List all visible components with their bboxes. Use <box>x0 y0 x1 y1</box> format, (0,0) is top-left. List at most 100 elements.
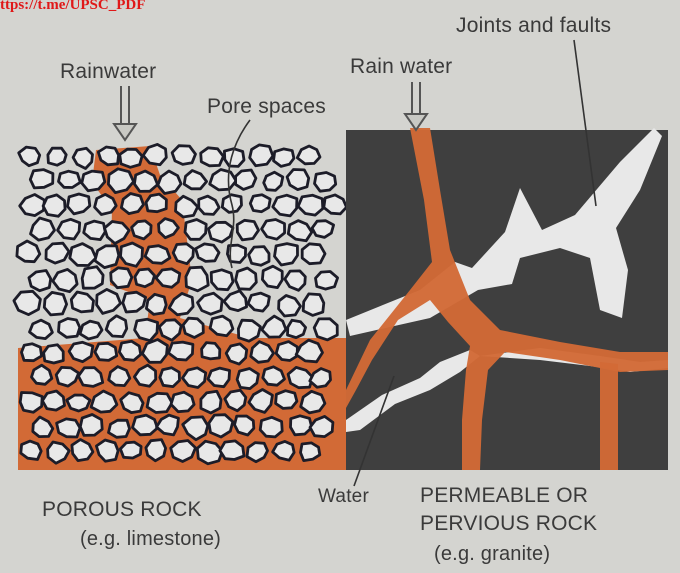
rock-grain <box>250 145 273 166</box>
rock-grain <box>84 221 106 240</box>
label-permeable-line1: PERMEABLE OR <box>420 484 588 508</box>
rock-grain <box>95 343 117 360</box>
rock-grain <box>260 417 282 437</box>
rock-grain <box>298 195 323 215</box>
rock-grain <box>17 241 40 262</box>
permeable-rock-block <box>346 128 668 470</box>
rock-grain <box>57 419 80 437</box>
rock-grain <box>316 272 338 290</box>
rock-grain <box>199 196 219 214</box>
rock-grain <box>249 247 269 266</box>
rock-grain <box>210 170 236 190</box>
rock-grain <box>80 321 102 339</box>
rock-grain <box>171 392 194 412</box>
rock-grain <box>59 319 80 338</box>
rock-grain <box>184 171 206 189</box>
rock-grain <box>20 393 42 413</box>
rock-grain <box>303 294 324 316</box>
rock-grain <box>171 441 196 462</box>
rock-grain <box>176 196 198 217</box>
rock-grain <box>135 319 158 341</box>
label-rain-water: Rain water <box>350 55 452 79</box>
rock-grain <box>276 391 297 409</box>
rock-grain <box>146 440 166 461</box>
rock-grain <box>123 292 146 312</box>
rock-grain <box>44 345 64 363</box>
rock-grain <box>250 195 270 212</box>
rock-grain <box>274 149 294 167</box>
rock-grain <box>262 316 286 337</box>
rock-grain <box>279 296 301 317</box>
rock-grain <box>275 244 298 265</box>
rock-grain <box>202 343 220 359</box>
rock-grain <box>291 416 312 435</box>
rock-grain <box>46 243 69 263</box>
water-channel <box>600 362 618 470</box>
rock-grain <box>145 246 170 264</box>
rock-grain <box>82 171 105 191</box>
rock-grain <box>44 292 66 315</box>
rock-grain <box>235 416 254 435</box>
rock-grain <box>82 267 103 289</box>
rock-grain <box>224 291 247 311</box>
rock-grain <box>58 219 80 239</box>
rock-grain <box>160 368 180 387</box>
label-porous-example: (e.g. limestone) <box>80 528 221 551</box>
rock-grain <box>236 170 256 189</box>
porous-rock-block <box>14 144 347 470</box>
rock-grain <box>48 148 66 165</box>
rock-grain <box>208 368 230 387</box>
arrow-head <box>114 124 136 140</box>
rock-grain <box>225 390 246 411</box>
rock-grain <box>172 146 195 165</box>
rock-grain <box>30 170 53 188</box>
watermark-text: ttps://t.me/UPSC_PDF <box>0 0 145 14</box>
rock-grain <box>285 271 306 290</box>
label-joints-and-faults: Joints and faults <box>456 14 611 38</box>
rock-grain <box>132 221 152 239</box>
rock-grain <box>186 267 208 291</box>
rock-grain <box>185 220 206 240</box>
rock-grain <box>95 246 119 268</box>
rock-grain <box>70 244 96 266</box>
rock-grain <box>273 195 297 216</box>
rock-grain <box>109 420 130 437</box>
rock-grain <box>73 148 92 168</box>
rock-grain <box>262 266 282 287</box>
rock-grain <box>97 289 121 313</box>
rock-grain <box>71 292 93 312</box>
rock-grain <box>22 344 42 361</box>
rock-grain <box>238 320 260 341</box>
label-porous-rock: POROUS ROCK <box>42 498 202 522</box>
rock-grain <box>315 173 336 192</box>
rock-grain <box>236 268 257 289</box>
label-rainwater: Rainwater <box>60 60 156 84</box>
rock-grain <box>302 244 325 264</box>
rock-grain <box>95 194 117 214</box>
rock-grain <box>208 222 233 242</box>
rock-grain <box>198 293 223 314</box>
rock-grain <box>59 171 81 187</box>
rock-grain <box>53 269 77 291</box>
rock-grain <box>135 269 155 287</box>
rock-grain <box>142 340 167 363</box>
rock-grain <box>201 148 224 166</box>
rock-grain <box>224 149 244 167</box>
rock-grain <box>237 220 258 240</box>
rock-grain <box>262 220 285 240</box>
rock-grain <box>43 195 65 216</box>
rock-grain <box>20 195 45 216</box>
rock-grain <box>301 443 320 461</box>
rock-grain <box>121 194 143 214</box>
rock-grain <box>121 393 143 413</box>
rock-grain <box>276 342 297 361</box>
rock-grain <box>42 391 64 410</box>
rock-grain <box>120 149 142 167</box>
rock-grain <box>121 243 143 266</box>
rock-grain <box>226 344 247 364</box>
rock-grain <box>210 316 233 336</box>
rock-grain <box>30 320 53 339</box>
rock-grain <box>21 441 41 459</box>
label-permeable-line2: PERVIOUS ROCK <box>420 512 597 536</box>
rock-grain <box>183 368 206 388</box>
